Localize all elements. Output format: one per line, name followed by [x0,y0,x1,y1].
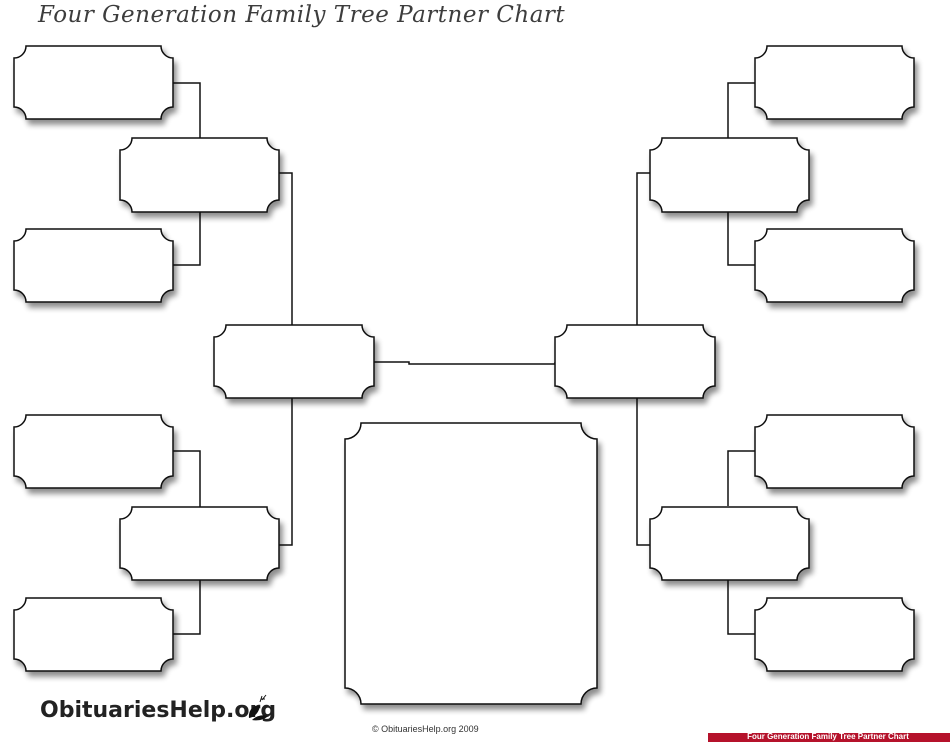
footer-banner-text: Four Generation Family Tree Partner Char… [747,732,909,741]
grandparent-box-left-2 [13,228,174,303]
grandparent-box-left-4 [13,597,174,672]
parent-box-right-2 [649,506,810,581]
partner-box-right [554,324,716,399]
footer-banner: Four Generation Family Tree Partner Char… [708,732,950,742]
grandparent-box-left-1 [13,45,174,120]
photo-frame [344,422,598,705]
grandparent-box-right-4 [754,597,915,672]
parent-box-right-1 [649,137,810,213]
grandparent-box-right-3 [754,414,915,489]
grandparent-box-left-3 [13,414,174,489]
partner-box-left [213,324,375,399]
site-logo-text: ObituariesHelp.org [40,698,277,723]
page-title: Four Generation Family Tree Partner Char… [38,2,566,28]
copyright-notice: © ObituariesHelp.org 2009 [372,724,479,734]
parent-box-left-2 [119,506,280,581]
grandparent-box-right-2 [754,228,915,303]
parent-box-left-1 [119,137,280,213]
grandparent-box-right-1 [754,45,915,120]
butterfly-leaf-icon [248,694,268,721]
